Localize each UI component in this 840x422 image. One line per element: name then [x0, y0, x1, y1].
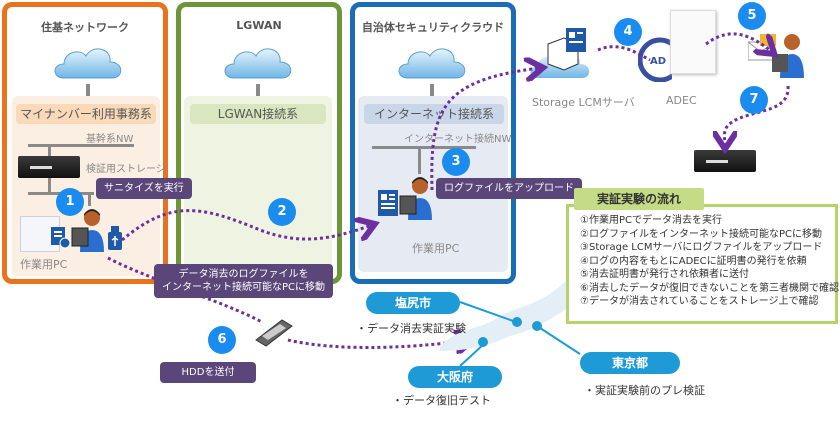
pc-label: 作業用PC	[20, 258, 68, 271]
operator-pc-icon	[399, 177, 432, 220]
backbone-line	[28, 144, 134, 147]
location-tokyo-desc: ・実証実験前のプレ検証	[584, 384, 705, 397]
flow-list: ①作業用PCでデータ消去を実行 ②ログファイルをインターネット接続可能なPCに移…	[580, 214, 839, 309]
callout-line: データ消去のログファイルを	[178, 269, 309, 280]
cloud-icon	[54, 48, 122, 79]
location-osaka-desc: ・データ復旧テスト	[392, 394, 491, 407]
location-tokyo: 東京都	[580, 352, 680, 374]
arrow-step-2	[121, 209, 372, 240]
pc-label: 作業用PC	[412, 242, 460, 255]
callout-sanitize: サニタイズを実行	[96, 178, 192, 199]
usb-icon	[108, 226, 122, 250]
flow-title: 実証実験の流れ	[574, 188, 704, 210]
step-badge-6: 6	[208, 326, 236, 354]
location-shiojiri: 塩尻市	[366, 292, 460, 314]
flow-item: ②ログファイルをインターネット接続可能なPCに移動	[580, 228, 822, 240]
callout-send-hdd: HDDを送付	[160, 362, 256, 383]
internet-nw-line	[372, 146, 476, 149]
segment-lgwan	[184, 96, 332, 272]
network-label: 基幹系NW	[86, 134, 134, 145]
cloud-icon	[398, 48, 466, 79]
zone-title: 自治体セキュリティクラウド	[361, 21, 505, 34]
arrow-step-7	[724, 85, 790, 146]
flow-panel	[566, 204, 838, 324]
operator-pc-icon	[71, 209, 104, 252]
zone-title: LGWAN	[236, 19, 282, 32]
hdd-icon	[255, 319, 293, 347]
callout-line: インターネット接続可能なPCに移動	[162, 282, 326, 293]
step-badge-4: 4	[614, 18, 642, 46]
storage-lcm-label: Storage LCMサーバ	[532, 96, 635, 109]
cloud-link	[256, 84, 260, 96]
document-icon	[378, 190, 398, 216]
step-badge-7: 7	[740, 86, 768, 114]
step-badge-1: 1	[56, 188, 84, 216]
network-label: インターネット接続NW	[404, 134, 512, 145]
zone-title: 住基ネットワーク	[41, 21, 129, 34]
adec-logo-icon: AD	[638, 37, 672, 82]
segment-label: マイナンバー利用事務系	[16, 104, 156, 124]
cloud-link	[86, 84, 90, 96]
segment-label: LGWAN接続系	[190, 104, 326, 124]
storage-server-icon	[18, 156, 80, 178]
location-shiojiri-desc: ・データ消去実証実験	[356, 322, 466, 335]
storage-label: 検証用ストレージ	[86, 164, 166, 175]
callout-move-log: データ消去のログファイルを インターネット接続可能なPCに移動	[154, 264, 334, 298]
location-osaka: 大阪府	[408, 366, 502, 388]
step-badge-3: 3	[442, 148, 470, 176]
step-badge-5: 5	[738, 2, 766, 30]
adec-label: ADEC	[666, 94, 697, 107]
flow-item: ④ログの内容をもとにADECに証明書の発行を依頼	[580, 255, 807, 267]
storage-server-icon	[694, 150, 756, 172]
svg-text:AD: AD	[650, 56, 666, 67]
flow-item: ⑥消去したデータが復旧できないことを第三者機関で確認	[580, 282, 839, 294]
flow-item: ⑤消去証明書が発行され依頼者に送付	[580, 269, 749, 280]
arrow-step-4	[597, 45, 651, 62]
japan-map	[440, 241, 615, 351]
segment-label: インターネット接続系	[364, 104, 504, 124]
flow-item: ③Storage LCMサーバにログファイルをアップロード	[580, 242, 823, 253]
network-link	[88, 192, 91, 206]
step-badge-2: 2	[268, 198, 296, 226]
document-key-icon	[51, 227, 71, 249]
callout-upload-log: ログファイルをアップロード	[436, 178, 582, 199]
cloud-icon	[224, 48, 292, 79]
cloud-link	[430, 84, 434, 96]
network-link	[418, 146, 421, 174]
arrow-step-3	[430, 68, 540, 191]
arrow-step-5	[705, 32, 772, 52]
flow-item: ①作業用PCでデータ消去を実行	[580, 215, 722, 226]
flow-item: ⑦データが消去されていることをストレージ上で確認	[580, 296, 819, 307]
